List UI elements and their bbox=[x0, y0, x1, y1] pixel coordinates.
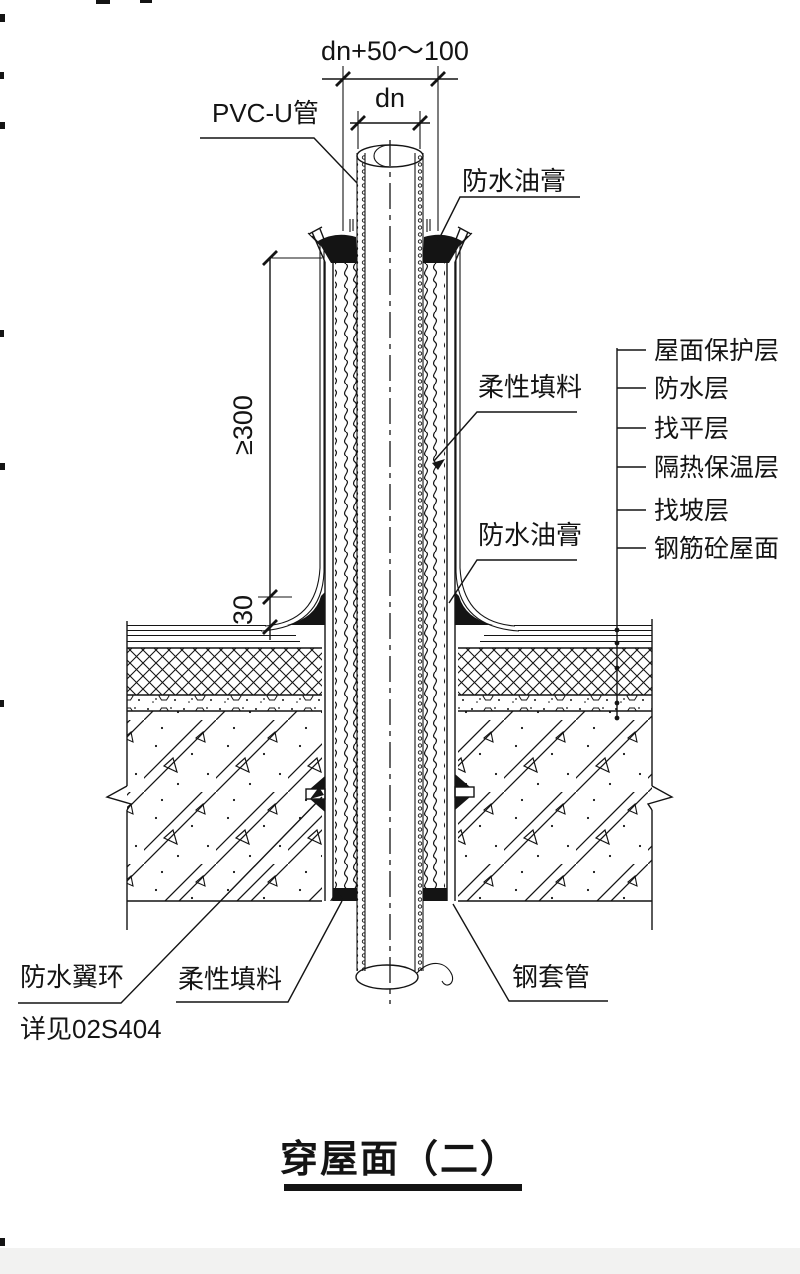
dim-sealant-text: 30 bbox=[228, 595, 258, 625]
flexible-filler-right bbox=[423, 262, 445, 890]
label-sealant-mid: 防水油膏 bbox=[478, 520, 582, 550]
concrete-slab-right bbox=[458, 711, 652, 901]
label-wing-ring: 防水翼环 bbox=[20, 962, 124, 992]
roof-layer-label: 隔热保温层 bbox=[654, 454, 779, 482]
label-pvc-pipe: PVC-U管 bbox=[212, 98, 319, 128]
pipe-assembly bbox=[260, 140, 520, 1004]
roof-layer-label: 防水层 bbox=[654, 375, 729, 403]
top-sealant-left bbox=[318, 234, 357, 263]
dim-pipe-text: dn bbox=[375, 83, 405, 113]
label-filler-mid: 柔性填料 bbox=[478, 372, 582, 402]
dim-height-text: ≥300 bbox=[228, 395, 258, 455]
roof-layer-label: 找坡层 bbox=[654, 497, 729, 525]
label-sealant-top: 防水油膏 bbox=[462, 166, 566, 196]
title-underline bbox=[284, 1184, 522, 1191]
title-block: 穿屋面（二） bbox=[280, 1139, 522, 1191]
base-sealant-fillet-left bbox=[287, 592, 325, 625]
pvc-pipe-walls bbox=[356, 153, 424, 971]
roof-layer-label: 屋面保护层 bbox=[654, 337, 779, 365]
slope-layer-band-left bbox=[127, 695, 322, 711]
wing-ring bbox=[305, 774, 475, 812]
roof-layer-label: 钢筋砼屋面 bbox=[654, 535, 779, 563]
label-wing-ring-note: 详见02S404 bbox=[20, 1014, 162, 1044]
top-sealant-right bbox=[423, 234, 462, 263]
dim-outer-text: dn+50～100 bbox=[321, 36, 469, 66]
roof-layer-callouts: 屋面保护层 防水层 找平层 隔热保温层 找坡层 钢筋砼屋面 bbox=[614, 337, 779, 721]
filler-bottom-seal-right bbox=[423, 888, 447, 901]
slope-layer-band-right bbox=[458, 695, 652, 711]
pipe-bottom-break bbox=[355, 962, 454, 990]
label-steel-sleeve: 钢套管 bbox=[512, 962, 590, 992]
roof-layer-label: 找平层 bbox=[654, 415, 729, 443]
insulation-layer-hatch-right bbox=[458, 648, 652, 695]
roof-slab bbox=[105, 619, 674, 930]
concrete-slab-left bbox=[127, 711, 322, 901]
annotations: PVC-U管 防水油膏 柔性填料 防水油膏 屋面保护层 防水层 找平层 隔热保温… bbox=[18, 98, 779, 1044]
label-filler-bottom: 柔性填料 bbox=[178, 964, 282, 994]
waterproof-flashing bbox=[260, 232, 520, 632]
base-sealant-fillet-right bbox=[455, 592, 493, 625]
slab-right-break-mark bbox=[646, 785, 674, 811]
flexible-filler-left bbox=[335, 262, 357, 890]
dimensions: dn+50～100 dn ≥300 30 bbox=[228, 36, 469, 640]
drawing-title: 穿屋面（二） bbox=[280, 1139, 520, 1181]
slab-left-break-mark bbox=[105, 785, 133, 811]
insulation-layer-hatch-left bbox=[127, 648, 322, 695]
